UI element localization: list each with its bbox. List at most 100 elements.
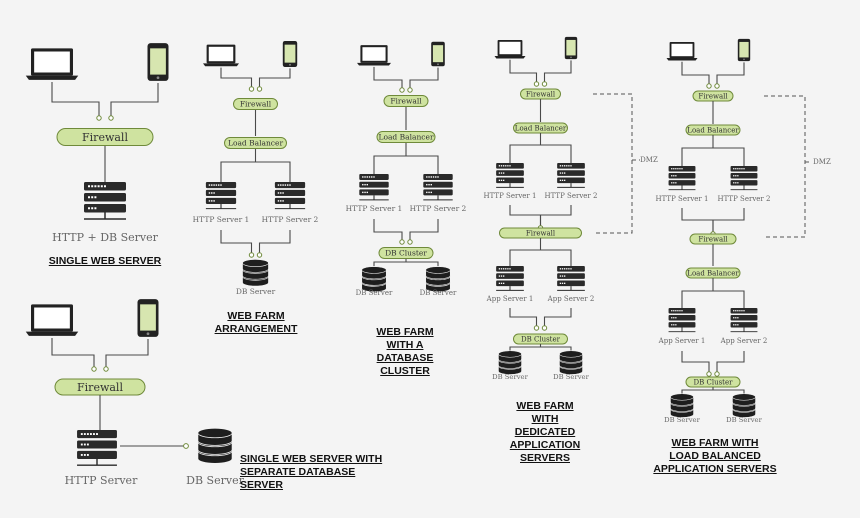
connector-dot: [407, 239, 413, 245]
load-balancer-pill-label: Load Balancer: [228, 139, 283, 148]
database-icon: [242, 259, 269, 287]
caption-single-web-server: SINGLE WEB SERVER: [48, 255, 162, 267]
load-balancer-pill: Load Balancer: [376, 131, 436, 143]
phone-icon: [431, 41, 445, 67]
caption-web-farm-app: WEB FARM WITH DEDICATED APPLICATION SERV…: [509, 400, 581, 464]
laptop-icon: [203, 44, 239, 67]
db-server-label: DB Server: [492, 373, 528, 381]
firewall-pill-label: Firewall: [390, 97, 422, 106]
connector-dot: [248, 86, 255, 92]
db-server-label: DB Server: [186, 474, 244, 487]
connector-dot: [706, 83, 712, 89]
server-icon: [274, 182, 306, 210]
connector-dot: [541, 81, 548, 87]
connector-dot: [533, 325, 540, 331]
load-balancer-pill-label: Load Balancer: [515, 125, 567, 133]
app-server-2-label: App Server 2: [720, 337, 768, 345]
caption-web-farm: WEB FARM ARRANGEMENT: [214, 310, 298, 335]
server-icon: [668, 166, 696, 191]
firewall-pill: Firewall: [56, 128, 154, 146]
connector-dot: [183, 443, 189, 449]
dmz-label: DMZ: [813, 158, 831, 166]
http-server-2-label: HTTP Server 2: [545, 192, 598, 200]
server-icon: [668, 308, 696, 333]
phone-icon: [737, 38, 751, 62]
db-server-label: DB Server: [420, 289, 457, 297]
db-cluster-pill: DB Cluster: [513, 333, 568, 345]
firewall-pill-label: Firewall: [82, 131, 128, 144]
server-icon: [557, 163, 585, 188]
http-server-2-label: HTTP Server 2: [410, 204, 467, 213]
firewall-pill: Firewall: [383, 95, 429, 107]
laptop-icon: [666, 41, 698, 61]
firewall-pill-label: Firewall: [526, 91, 556, 99]
firewall-pill-label: Firewall: [240, 100, 272, 109]
load-balancer-pill: Load Balancer: [685, 124, 741, 136]
db-server-label: DB Server: [236, 287, 276, 296]
http-server-2-label: HTTP Server 2: [718, 195, 771, 203]
db-server-label: DB Server: [553, 373, 589, 381]
firewall-pill: Firewall: [692, 90, 734, 102]
firewall-pill: Firewall: [689, 233, 737, 245]
firewall-pill-label: Firewall: [77, 381, 123, 394]
http-db-server-label: HTTP + DB Server: [52, 231, 159, 244]
connector-dot: [103, 366, 109, 372]
connector-dot: [706, 371, 712, 377]
phone-icon: [282, 41, 298, 67]
server-icon: [359, 174, 389, 201]
database-icon: [361, 266, 387, 293]
caption-web-farm-lb-app: WEB FARM WITH LOAD BALANCED APPLICATION …: [653, 437, 777, 475]
database-icon: [425, 266, 451, 293]
laptop-icon: [25, 48, 79, 80]
db-cluster-pill-label: DB Cluster: [694, 379, 734, 387]
server-icon: [84, 182, 126, 220]
http-server-1-label: HTTP Server 1: [484, 192, 537, 200]
server-icon: [496, 163, 524, 188]
firewall-pill: Firewall: [54, 378, 146, 396]
http-server-1-label: HTTP Server 1: [656, 195, 709, 203]
connector-dot: [533, 81, 540, 87]
load-balancer-pill: Load Balancer: [513, 122, 568, 134]
firewall-pill-label: Firewall: [698, 93, 728, 101]
database-icon: [559, 350, 583, 375]
app-server-2-label: App Server 2: [547, 295, 595, 303]
database-icon: [732, 393, 756, 418]
laptop-icon: [494, 39, 526, 59]
db-cluster-pill-label: DB Cluster: [521, 336, 561, 344]
firewall-pill: Firewall: [233, 98, 278, 110]
load-balancer-pill: Load Balancer: [685, 267, 741, 279]
firewall-pill-label: Firewall: [698, 236, 728, 244]
load-balancer-pill: Load Balancer: [224, 137, 287, 149]
connector-dot: [256, 86, 263, 92]
server-icon: [730, 308, 758, 333]
firewall-pill-label: Firewall: [526, 230, 556, 238]
app-server-1-label: App Server 1: [486, 295, 534, 303]
db-server-label: DB Server: [726, 416, 762, 424]
server-icon: [730, 166, 758, 191]
dmz-label: DMZ: [640, 156, 658, 164]
db-cluster-pill-label: DB Cluster: [385, 249, 427, 258]
phone-icon: [564, 36, 578, 60]
server-icon: [423, 174, 453, 201]
load-balancer-pill-label: Load Balancer: [687, 270, 739, 278]
caption-web-farm-db-cluster: WEB FARM WITH A DATABASE CLUSTER: [376, 326, 434, 377]
server-icon: [557, 266, 585, 291]
connector-dot: [541, 325, 548, 331]
server-icon: [205, 182, 237, 210]
connector-dot: [399, 239, 405, 245]
http-server-label: HTTP Server: [65, 474, 138, 487]
load-balancer-pill-label: Load Balancer: [378, 133, 433, 142]
connector-dot: [714, 371, 720, 377]
phone-icon: [147, 43, 169, 81]
connector-dot: [248, 252, 255, 258]
server-icon: [496, 266, 524, 291]
server-icon: [77, 430, 117, 466]
http-server-2-label: HTTP Server 2: [262, 215, 319, 224]
connector-dot: [96, 115, 102, 121]
firewall-pill: Firewall: [520, 88, 561, 100]
database-icon: [197, 427, 233, 464]
database-icon: [670, 393, 694, 418]
connector-dot: [714, 83, 720, 89]
database-icon: [498, 350, 522, 375]
